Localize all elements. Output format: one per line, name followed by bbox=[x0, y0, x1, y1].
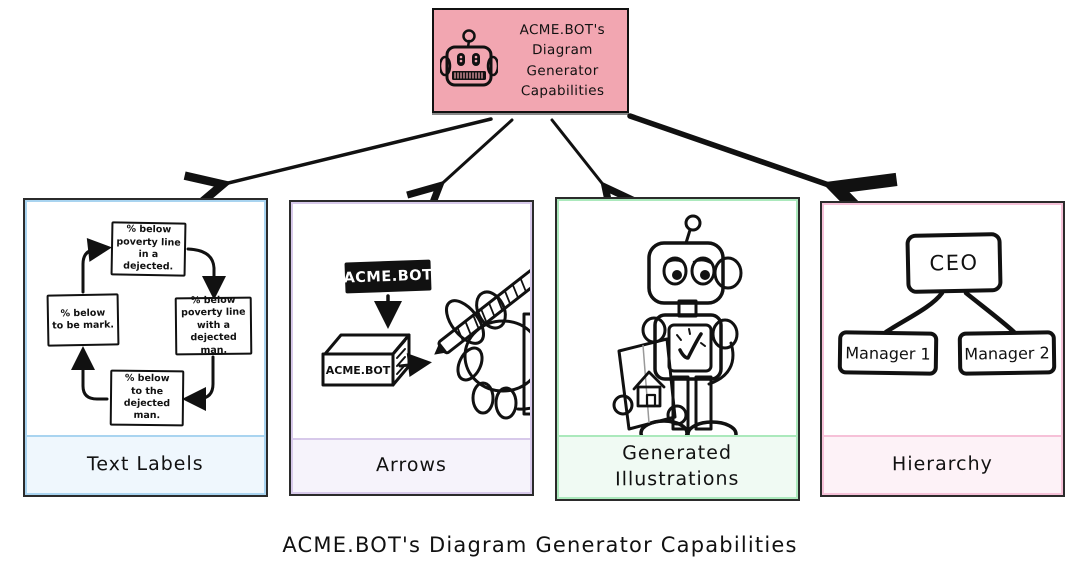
arrow-to-illustrations bbox=[550, 118, 609, 192]
arrow-to-hierarchy bbox=[627, 113, 846, 191]
panel-generated-illustrations: Generated Illustrations bbox=[555, 197, 800, 501]
flow-box-top: % below poverty line in a dejected. bbox=[110, 221, 187, 277]
hierarchy-illustration: CEO Manager 1 Manager 2 bbox=[824, 205, 1061, 435]
org-chart-connectors bbox=[883, 290, 1017, 335]
acme-bot-tag: ACME.BOT bbox=[343, 259, 433, 294]
header-title: ACME.BOT's Diagram Generator Capabilitie… bbox=[519, 21, 606, 99]
org-node-ceo: CEO bbox=[905, 232, 1003, 294]
text-labels-illustration: % below poverty line in a dejected. % be… bbox=[27, 202, 264, 435]
arrow-to-arrows bbox=[435, 118, 514, 190]
caption-hierarchy: Hierarchy bbox=[892, 452, 993, 476]
panel-arrows: ACME.BOT bbox=[289, 200, 534, 496]
caption-arrows: Arrows bbox=[375, 453, 448, 477]
flow-box-bottom: % below to the dejected man. bbox=[109, 369, 185, 427]
diagram-caption: ACME.BOT's Diagram Generator Capabilitie… bbox=[282, 533, 798, 557]
box-3d-label: ACME.BOT bbox=[326, 364, 391, 377]
caption-text-labels: Text Labels bbox=[87, 452, 204, 476]
org-node-manager-1: Manager 1 bbox=[837, 330, 939, 376]
caption-generated-illustrations: Generated Illustrations bbox=[615, 442, 740, 491]
arrow-to-text-labels bbox=[216, 117, 493, 186]
hand-drawing-illustration: ACME.BOT bbox=[321, 268, 530, 420]
robot-illustration bbox=[559, 201, 796, 435]
flow-box-left: % below to be mark. bbox=[46, 293, 120, 347]
panel-hierarchy: CEO Manager 1 Manager 2 Hierarchy bbox=[820, 201, 1065, 497]
flow-box-right: % below poverty line with a dejected man… bbox=[174, 295, 253, 356]
org-node-manager-2: Manager 2 bbox=[957, 330, 1057, 376]
arrows-illustration: ACME.BOT bbox=[293, 204, 530, 438]
robot-head-icon bbox=[440, 28, 498, 86]
cycle-arrows bbox=[71, 238, 226, 411]
header-box: ACME.BOT's Diagram Generator Capabilitie… bbox=[432, 8, 629, 113]
robot-with-map-icon bbox=[612, 214, 743, 435]
panel-text-labels: % below poverty line in a dejected. % be… bbox=[23, 198, 268, 497]
